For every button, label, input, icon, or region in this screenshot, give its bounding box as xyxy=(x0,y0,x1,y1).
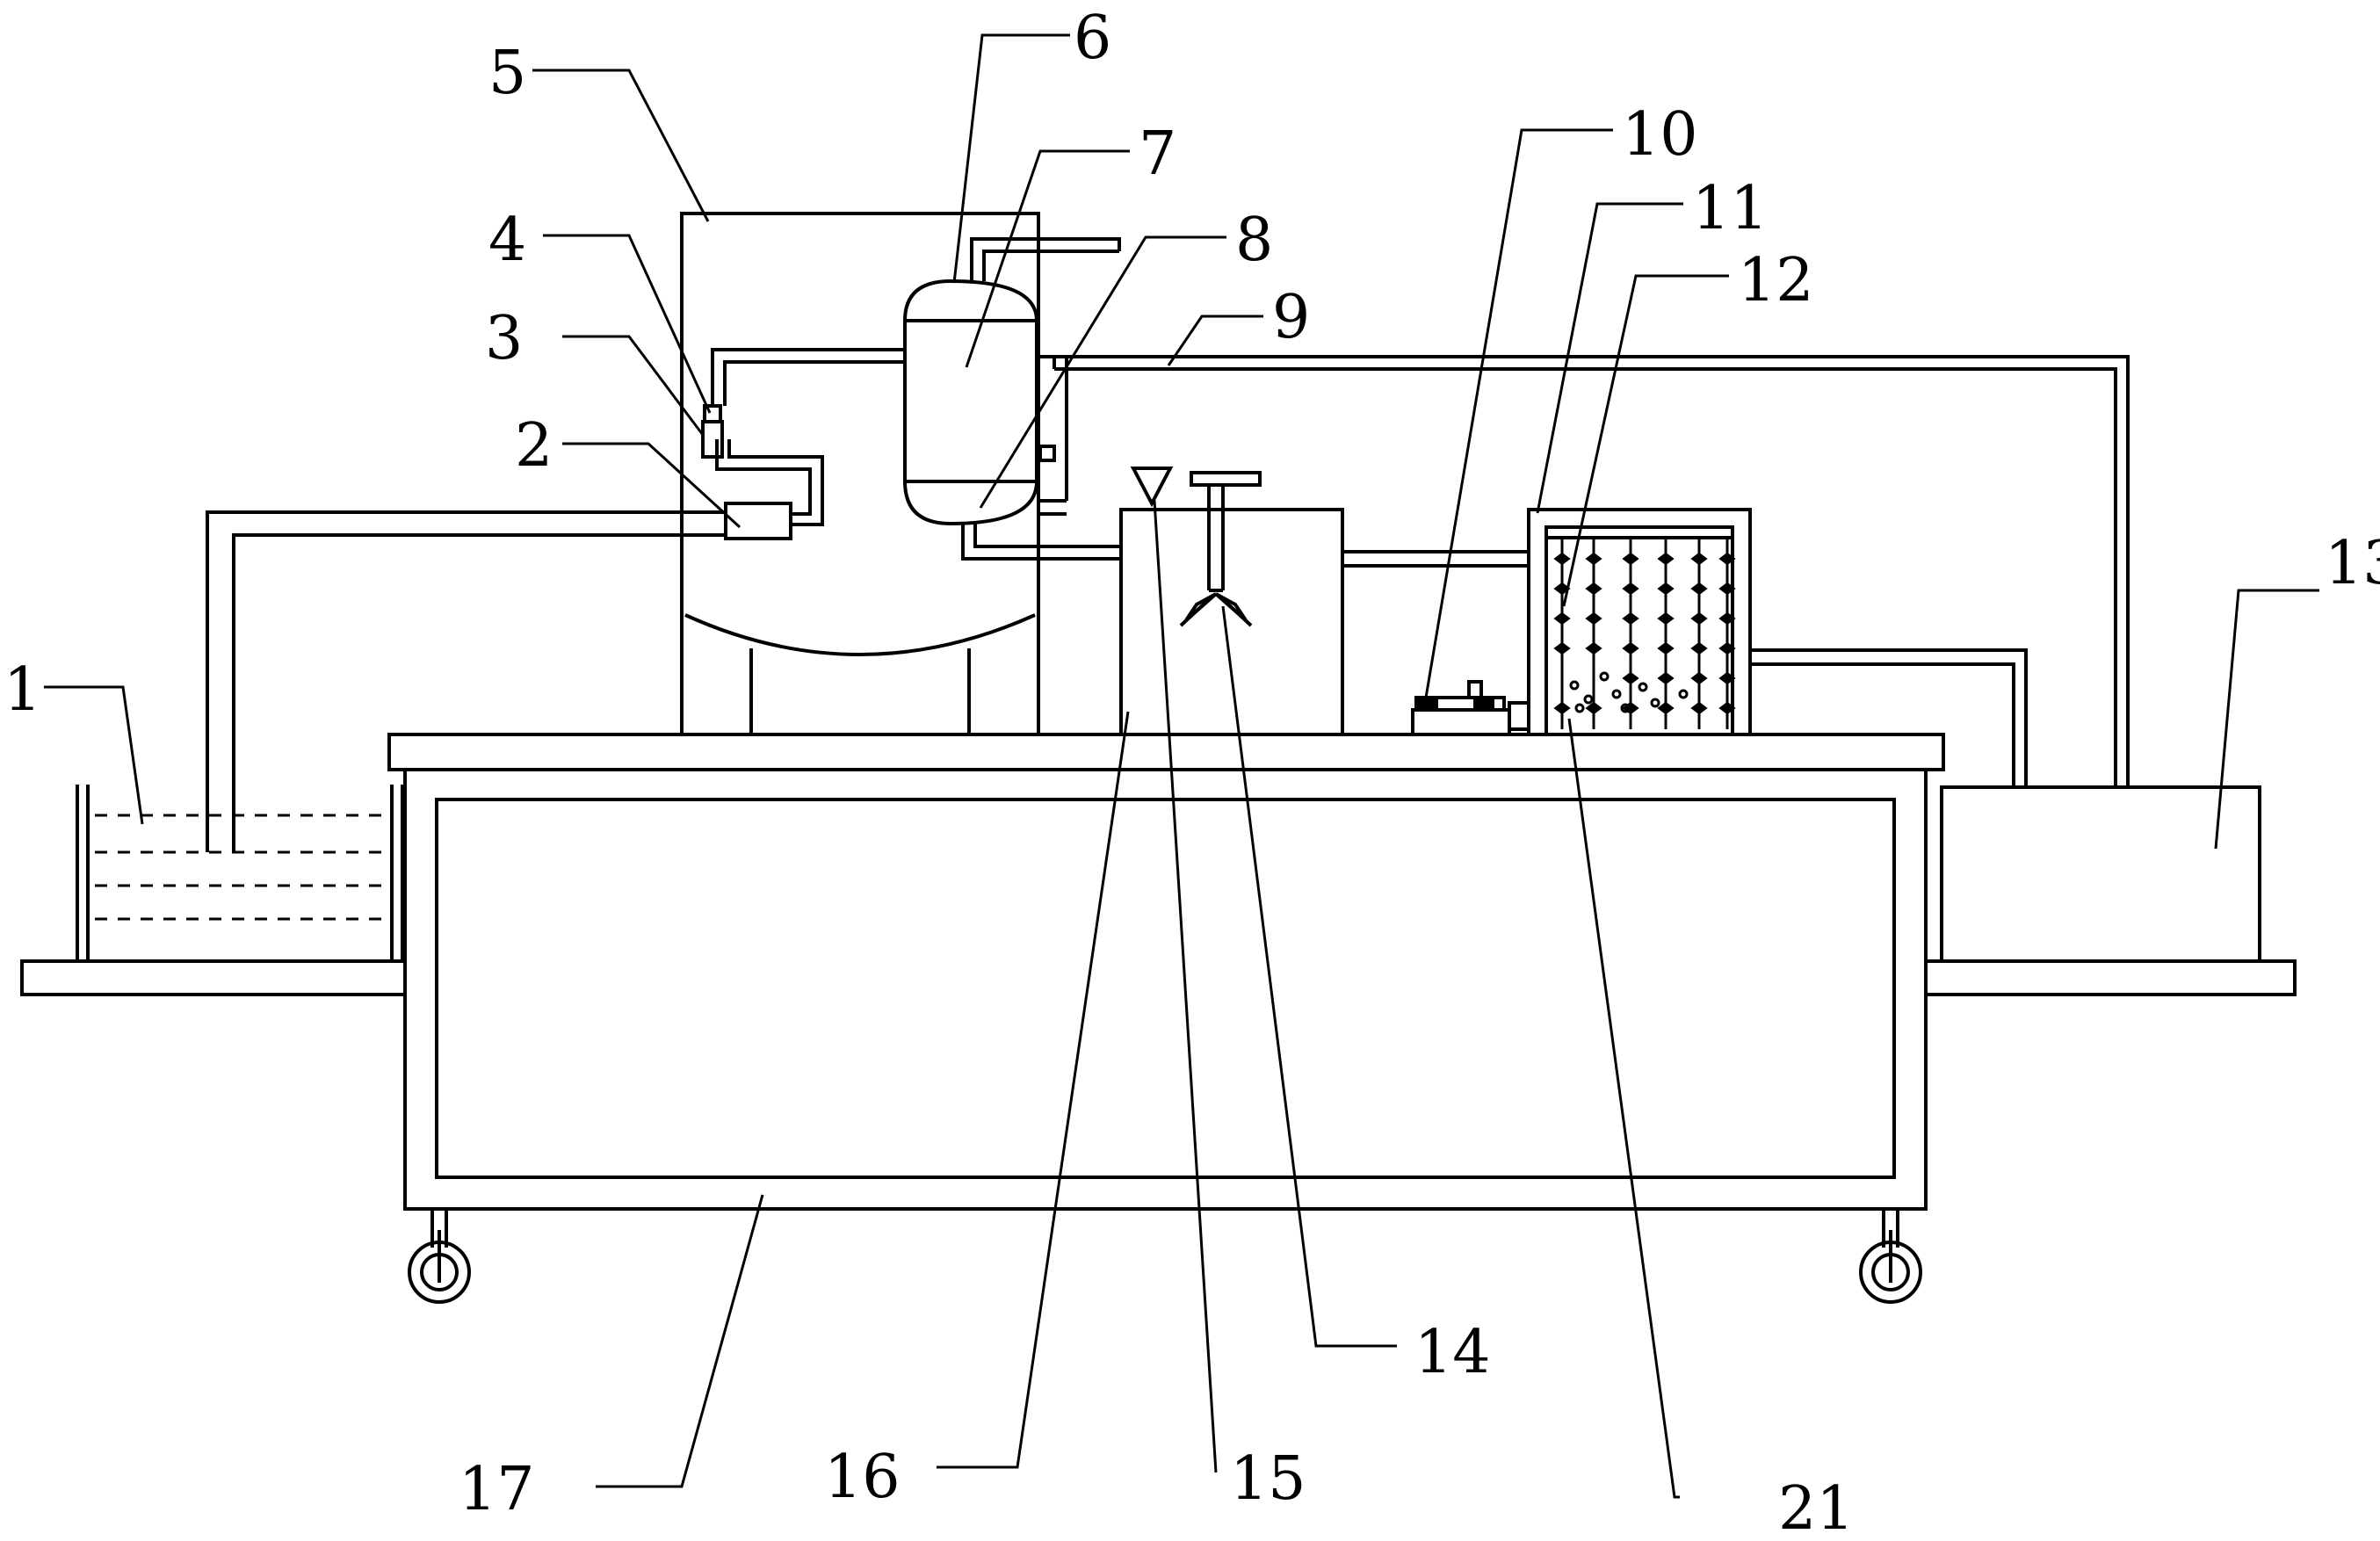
spray-nozzle xyxy=(1622,611,1639,626)
callout-21: 21 xyxy=(1778,1474,1855,1541)
support-frame xyxy=(680,212,1040,736)
spray-nozzle xyxy=(1585,582,1602,596)
spray-nozzle xyxy=(1718,582,1736,596)
callout-10: 10 xyxy=(1622,100,1698,170)
spray-nozzle xyxy=(1585,611,1602,626)
spray-nozzle xyxy=(1553,552,1571,566)
water-tank xyxy=(76,785,404,961)
spray-nozzle xyxy=(1657,582,1675,596)
particle xyxy=(1678,689,1689,699)
callout-8: 8 xyxy=(1235,206,1273,275)
frame-outline xyxy=(680,212,1040,736)
particle xyxy=(1650,698,1660,708)
right-shelf xyxy=(1924,959,2297,996)
callout-14: 14 xyxy=(1414,1318,1491,1387)
spray-nozzle xyxy=(1657,641,1675,655)
particle xyxy=(1583,694,1594,705)
spray-nozzle xyxy=(1718,552,1736,566)
particle xyxy=(1620,703,1631,713)
callout-2: 2 xyxy=(515,411,553,481)
spray-nozzle xyxy=(1553,701,1571,715)
spray-nozzle xyxy=(1622,552,1639,566)
valve xyxy=(701,420,724,459)
spray-nozzle xyxy=(1657,701,1675,715)
spray-nozzle xyxy=(1690,641,1708,655)
treatment-box xyxy=(1527,508,1752,736)
pump xyxy=(724,502,792,540)
callout-12: 12 xyxy=(1738,246,1814,315)
particle xyxy=(1638,682,1648,692)
spray-nozzle xyxy=(1585,701,1602,715)
spray-nozzle xyxy=(1718,701,1736,715)
particle xyxy=(1569,680,1580,691)
mixing-tank xyxy=(1119,467,1344,736)
particle xyxy=(1574,703,1585,713)
spray-nozzle xyxy=(1718,641,1736,655)
callout-6: 6 xyxy=(1074,4,1111,73)
spray-nozzle xyxy=(1657,611,1675,626)
base-cabinet xyxy=(20,733,2297,1304)
spray-nozzle-columns xyxy=(1553,538,1736,729)
spray-nozzle xyxy=(1622,582,1639,596)
cabinet-body xyxy=(403,768,1928,1211)
callout-9: 9 xyxy=(1272,283,1310,352)
callout-4: 4 xyxy=(488,206,526,275)
collection-tank xyxy=(1940,785,2261,963)
spray-nozzle xyxy=(1553,582,1571,596)
particle xyxy=(1611,689,1622,699)
spray-nozzle xyxy=(1622,671,1639,685)
pressure-vessel xyxy=(903,237,1121,526)
callout-1: 1 xyxy=(4,655,41,725)
callout-3: 3 xyxy=(485,304,523,373)
left-wheel xyxy=(408,1209,471,1304)
spray-nozzle xyxy=(1553,611,1571,626)
spray-nozzle xyxy=(1553,641,1571,655)
callout-17: 17 xyxy=(459,1455,535,1524)
left-shelf xyxy=(20,959,407,996)
spray-nozzle xyxy=(1718,611,1736,626)
leader-lines xyxy=(44,33,2319,1499)
spray-nozzle xyxy=(1622,641,1639,655)
right-wheel xyxy=(1859,1209,1922,1304)
inlet-pipes xyxy=(206,510,726,852)
spray-nozzle xyxy=(1585,552,1602,566)
cabinet-panel xyxy=(435,798,1896,1179)
spray-nozzle xyxy=(1657,671,1675,685)
filter-particles xyxy=(1569,671,1689,713)
motor xyxy=(1411,680,1530,736)
callout-13: 13 xyxy=(2325,529,2380,598)
spray-nozzle xyxy=(1690,701,1708,715)
spray-nozzle xyxy=(1585,641,1602,655)
tabletop xyxy=(387,733,1945,771)
callout-11: 11 xyxy=(1692,174,1769,243)
callout-15: 15 xyxy=(1230,1444,1306,1514)
spray-nozzle xyxy=(1657,552,1675,566)
spray-nozzle xyxy=(1690,582,1708,596)
callout-7: 7 xyxy=(1139,119,1176,189)
callout-labels: 1 2 3 4 5 6 7 8 9 10 11 12 13 14 15 16 1… xyxy=(4,4,2380,1541)
particle xyxy=(1599,671,1610,682)
callout-16: 16 xyxy=(824,1443,901,1512)
spray-nozzle xyxy=(1690,611,1708,626)
callout-5: 5 xyxy=(488,39,526,108)
spray-nozzle xyxy=(1690,552,1708,566)
spray-nozzle xyxy=(1690,671,1708,685)
spray-nozzle xyxy=(1718,671,1736,685)
